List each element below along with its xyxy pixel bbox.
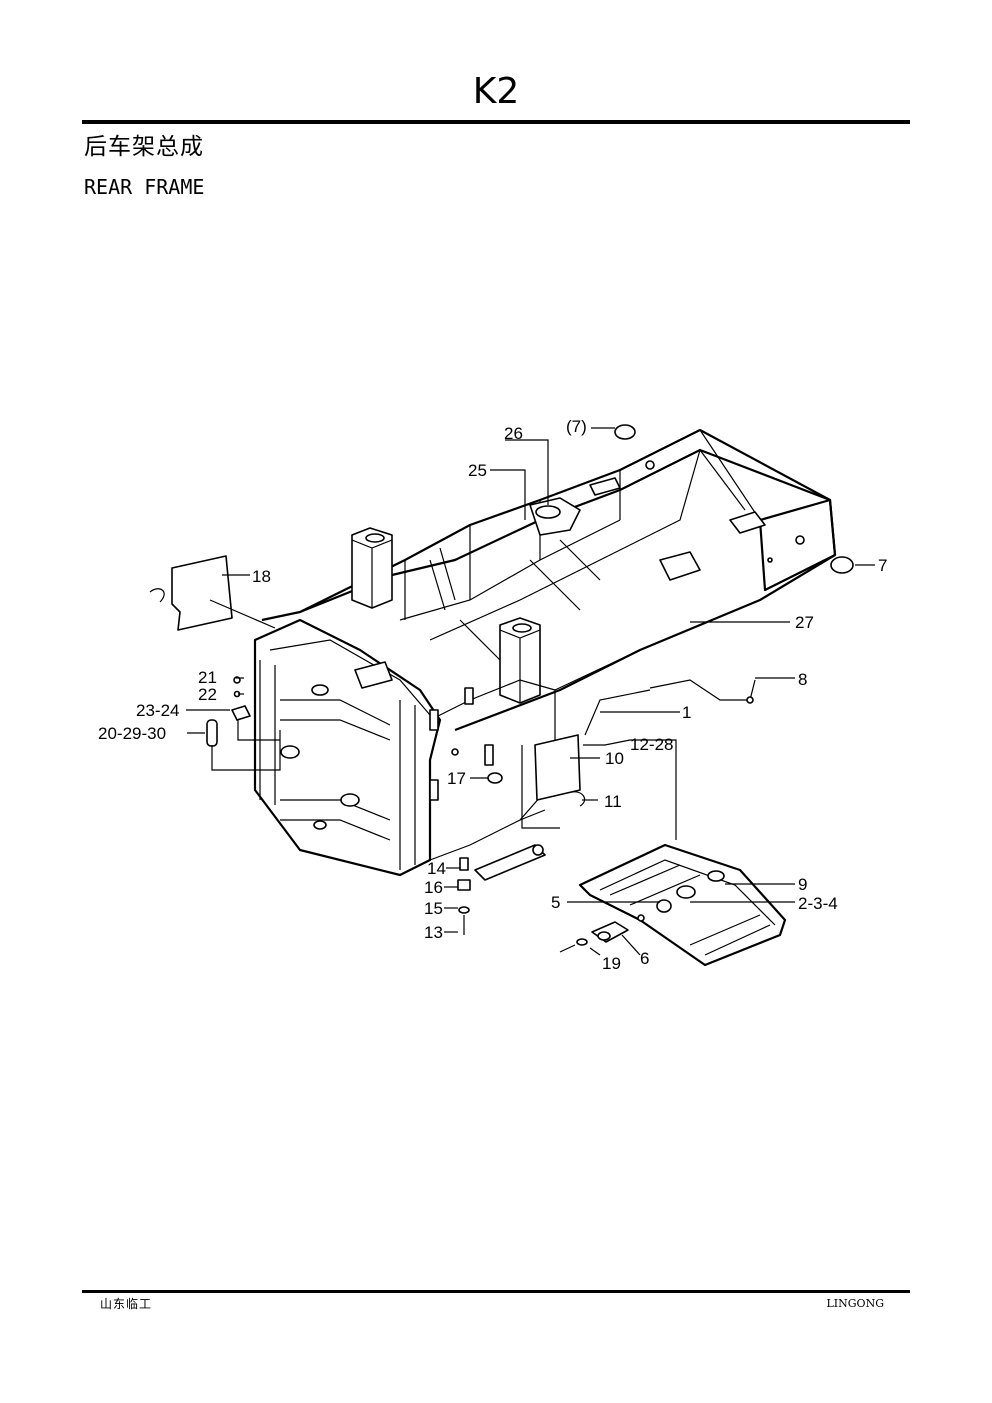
callout-18: 18	[252, 567, 271, 586]
footer-brand-en: LINGONG	[826, 1297, 885, 1310]
footer-brand-cn: 山东临工	[100, 1297, 153, 1311]
plate-10	[534, 734, 586, 807]
hinge-fasteners	[206, 676, 251, 747]
callout-2-3-4: 2-3-4	[798, 894, 838, 913]
page-code: K2	[472, 71, 520, 112]
header-rule	[82, 120, 910, 124]
rear-frame-body	[253, 428, 837, 877]
callout-10: 10	[605, 749, 624, 768]
seal-7-top	[614, 424, 636, 440]
callout-13: 13	[424, 923, 443, 942]
grommet-17	[487, 772, 503, 784]
title-english: REAR FRAME	[84, 175, 205, 199]
pin-6	[559, 921, 629, 953]
callout-20-29-30: 20-29-30	[98, 724, 166, 743]
callout-9: 9	[798, 875, 807, 894]
callout-22: 22	[198, 685, 217, 704]
title-chinese: 后车架总成	[84, 134, 204, 160]
callout-16: 16	[424, 878, 443, 897]
callout-12-28: 12-28	[630, 735, 673, 754]
footer-rule	[82, 1290, 910, 1293]
callout-25: 25	[468, 461, 487, 480]
callout-1: 1	[682, 703, 691, 722]
cover-plate-18	[149, 555, 276, 631]
callout-14: 14	[427, 859, 446, 878]
wiring-harness-1	[584, 679, 756, 736]
callout-7-right: 7	[878, 556, 887, 575]
callout-23-24: 23-24	[136, 701, 179, 720]
leader-lines	[186, 427, 875, 956]
callout-26: 26	[504, 424, 523, 443]
callout-labels: (7) 26 25 18 7 27 8 21 22 23-24 20-29-30…	[98, 417, 887, 973]
link-rod-assembly	[457, 844, 546, 935]
callout-11: 11	[604, 792, 622, 811]
callout-6: 6	[640, 949, 649, 968]
callout-8: 8	[798, 670, 807, 689]
callout-5: 5	[551, 893, 560, 912]
callout-21: 21	[198, 668, 217, 687]
callout-7-top: (7)	[566, 417, 587, 436]
callout-19: 19	[602, 954, 621, 973]
cradle-frame-9	[578, 843, 787, 967]
callout-15: 15	[424, 899, 443, 918]
seal-7-right	[830, 556, 854, 574]
callout-27: 27	[795, 613, 814, 632]
callout-17: 17	[447, 769, 466, 788]
